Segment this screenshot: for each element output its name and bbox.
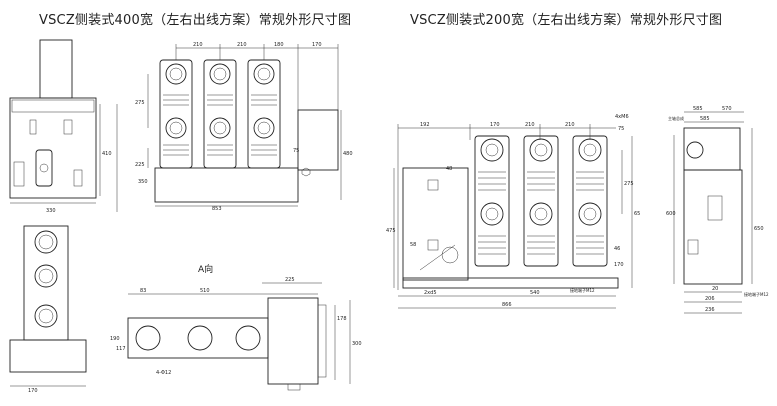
svg-text:480: 480 (343, 151, 353, 157)
svg-text:178: 178 (337, 316, 347, 322)
svg-text:117: 117 (116, 346, 126, 352)
right-vertical-dims: 475 275 65 46 170 58 48 (386, 136, 640, 288)
svg-text:570: 570 (722, 106, 732, 112)
svg-text:170: 170 (614, 262, 624, 268)
right-bottom-dims: 2xd5 540 866 接地端子M12 (398, 287, 616, 309)
svg-text:275: 275 (135, 100, 145, 106)
svg-text:300: 300 (352, 341, 362, 347)
left-front-view: VS1 330 410 (9, 39, 118, 214)
svg-text:853: 853 (212, 206, 222, 212)
svg-text:350: 350 (138, 179, 148, 185)
svg-text:192: 192 (420, 122, 430, 128)
svg-text:585: 585 (700, 116, 710, 122)
svg-text:540: 540 (530, 290, 540, 296)
left-plan-view: 83 510 225 178 190 117 300 4-Φ12 (110, 277, 362, 391)
svg-text:650: 650 (754, 226, 764, 232)
svg-text:275: 275 (624, 181, 634, 187)
svg-text:190: 190 (110, 336, 120, 342)
svg-text:VS1: VS1 (15, 105, 23, 110)
svg-text:225: 225 (135, 162, 145, 168)
svg-text:46: 46 (614, 246, 620, 252)
right-drawing-title: VSCZ侧装式200宽（左右出线方案）常规外形尺寸图 (410, 13, 723, 28)
view-a-label: A向 (198, 263, 213, 275)
svg-text:225: 225 (285, 277, 295, 283)
right-dimension-lines: 192 170 210 210 4xM6 75 (397, 114, 629, 290)
svg-text:600: 600 (666, 211, 676, 217)
svg-text:58: 58 (410, 242, 416, 248)
svg-text:170: 170 (28, 388, 38, 394)
svg-text:接地端子M12: 接地端子M12 (744, 291, 769, 297)
right-pole-assembly (402, 135, 619, 289)
svg-text:170: 170 (490, 122, 500, 128)
svg-text:2xd5: 2xd5 (424, 290, 437, 296)
svg-text:206: 206 (705, 296, 715, 302)
svg-text:主轴总成: 主轴总成 (668, 115, 684, 121)
left-side-view: 170 (9, 225, 87, 394)
svg-text:510: 510 (200, 288, 210, 294)
svg-text:20: 20 (712, 286, 718, 292)
svg-text:180: 180 (274, 42, 284, 48)
svg-text:48: 48 (446, 166, 452, 172)
svg-text:65: 65 (634, 211, 640, 217)
svg-text:170: 170 (312, 42, 322, 48)
svg-text:75: 75 (293, 148, 299, 154)
svg-text:866: 866 (502, 302, 512, 308)
svg-text:475: 475 (386, 228, 396, 234)
svg-text:210: 210 (565, 122, 575, 128)
svg-text:210: 210 (525, 122, 535, 128)
left-drawing-title: VSCZ侧装式400宽（左右出线方案）常规外形尺寸图 (39, 13, 352, 28)
svg-text:236: 236 (705, 307, 715, 313)
left-top-dimensions: 210 210 180 170 275 225 350 480 75 853 (135, 42, 353, 212)
svg-text:75: 75 (618, 126, 624, 132)
svg-text:330: 330 (46, 208, 56, 214)
svg-text:接地端子M12: 接地端子M12 (570, 287, 595, 293)
svg-text:4-Φ12: 4-Φ12 (156, 370, 171, 376)
svg-text:210: 210 (237, 42, 247, 48)
left-pole-assembly (154, 59, 339, 203)
svg-text:210: 210 (193, 42, 203, 48)
right-side-view: 585 570 585 主轴总成 600 650 20 206 236 接地端子… (666, 106, 769, 314)
svg-text:585: 585 (693, 106, 703, 112)
svg-text:410: 410 (102, 151, 112, 157)
svg-text:83: 83 (140, 288, 146, 294)
svg-text:4xM6: 4xM6 (615, 114, 629, 120)
